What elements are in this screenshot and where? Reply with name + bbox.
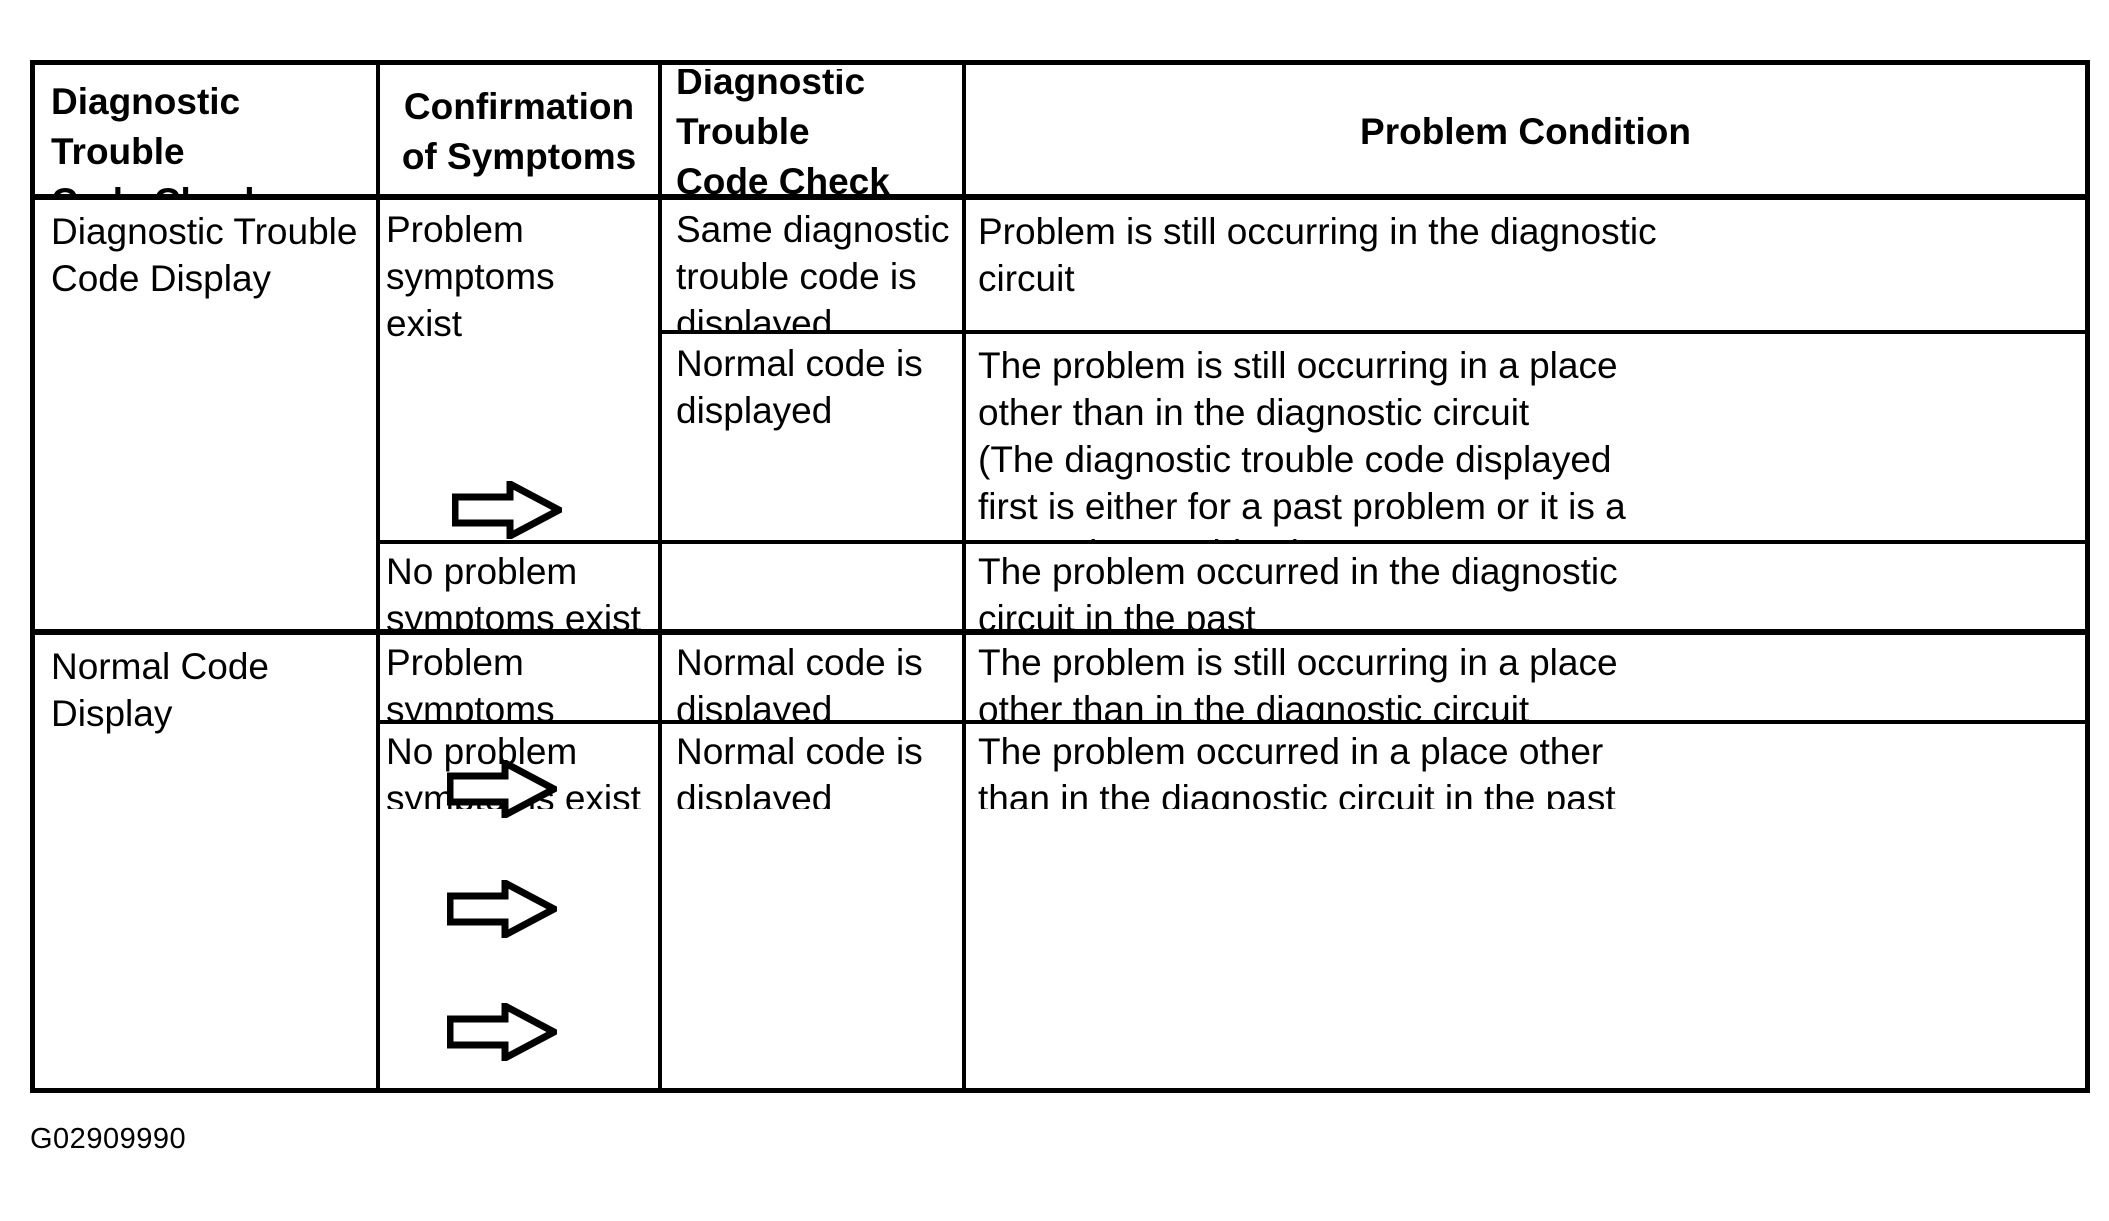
condition-cell-2: The problem is still occurring in a plac… (966, 334, 2085, 540)
condition-line: The problem is still occurring in a plac… (978, 642, 1618, 683)
condition-line: circuit (978, 258, 1075, 299)
second-check-line: displayed (676, 303, 833, 330)
header-line: Code Check (676, 160, 890, 195)
symptom-cell-problem-exist-1: Problem symptoms exist (380, 200, 658, 540)
condition-cell-4: The problem is still occurring in a plac… (966, 635, 2085, 720)
symptom-line: exist (386, 303, 463, 344)
condition-line: first is either for a past problem or it… (978, 486, 1626, 527)
header-line: Confirmation (403, 85, 635, 127)
symptom-line: Problem symptoms (386, 209, 555, 297)
symptom-cell-no-problem-1: No problem symptoms exist (380, 544, 658, 629)
symptom-line: No problem (386, 731, 578, 772)
row-rule-2 (376, 540, 2085, 544)
group-label-line: Normal Code Display (51, 646, 269, 734)
group-label-line: Code Display (51, 258, 272, 299)
condition-line: other than in the diagnostic circuit (978, 392, 1530, 433)
second-check-cell-empty (662, 544, 962, 629)
header-cell-code-check: Diagnostic Trouble Code Check (Make a no… (45, 69, 376, 194)
figure-caption: G02909990 (30, 1123, 187, 1155)
header-line: of Symptoms (401, 135, 637, 177)
flow-arrow-2 (447, 760, 557, 818)
condition-line: Problem is still occurring in the diagno… (978, 211, 1657, 252)
condition-line: circuit in the past (978, 598, 1256, 629)
second-check-line: displayed (676, 689, 833, 720)
second-check-cell-normal-code-2: Normal code is displayed (662, 635, 962, 720)
group-label-dtc-display: Diagnostic Trouble Code Display (45, 200, 376, 629)
second-check-line: Same diagnostic (676, 209, 950, 250)
header-cell-problem-condition: Problem Condition (966, 69, 2085, 194)
condition-cell-3: The problem occurred in the diagnostic c… (966, 544, 2085, 629)
second-check-line: Normal code is (676, 642, 923, 683)
row-rule-3 (376, 720, 2085, 724)
flow-arrow-3 (447, 880, 557, 938)
header-line: Code Check (Make a (51, 177, 372, 194)
condition-line: (The diagnostic trouble code displayed (978, 439, 1612, 480)
condition-cell-1: Problem is still occurring in the diagno… (966, 200, 2085, 330)
header-line: Problem Condition (1360, 110, 1691, 152)
second-check-line: Normal code is (676, 343, 923, 384)
second-check-line: trouble code is (676, 256, 917, 297)
condition-line: The problem occurred in the diagnostic (978, 551, 1618, 592)
symptom-cell-problem-exist-2: Problem symptoms exist (380, 635, 658, 720)
header-rule (35, 194, 2085, 200)
symptom-line: Problem symptoms (386, 642, 555, 720)
second-check-line: displayed (676, 390, 833, 431)
diagnostic-flow-table: Diagnostic Trouble Code Check (Make a no… (30, 60, 2090, 1093)
second-check-line: Normal code is (676, 731, 923, 772)
column-rule-2 (658, 65, 662, 1088)
header-cell-second-check: Diagnostic Trouble Code Check (662, 69, 962, 194)
second-check-line: displayed (676, 778, 833, 809)
condition-line: The problem occurred in a place other (978, 731, 1604, 772)
group-label-normal-display: Normal Code Display (45, 635, 376, 1088)
header-cell-confirmation: Confirmation of Symptoms (380, 69, 658, 194)
header-line: Diagnostic Trouble (676, 69, 866, 152)
flow-arrow-1 (452, 481, 562, 539)
group-label-line: Diagnostic Trouble (51, 211, 358, 252)
group-rule (35, 629, 2085, 635)
flow-arrow-4 (447, 1003, 557, 1061)
second-check-cell-normal-code-1: Normal code is displayed (662, 334, 962, 540)
second-check-cell-same-code: Same diagnostic trouble code is displaye… (662, 200, 962, 330)
condition-cell-5: The problem occurred in a place other th… (966, 724, 2085, 809)
second-check-cell-normal-code-3: Normal code is displayed (662, 724, 962, 809)
column-rule-3 (962, 65, 966, 1088)
symptom-line: No problem (386, 551, 578, 592)
column-rule-1 (376, 65, 380, 1088)
condition-line: other than in the diagnostic circuit (978, 689, 1530, 720)
condition-line: The problem is still occurring in a plac… (978, 345, 1618, 386)
row-rule-1 (658, 330, 2085, 334)
condition-line: than in the diagnostic circuit in the pa… (978, 778, 1616, 809)
condition-line: secondary problem) (978, 530, 2075, 540)
header-line: Diagnostic Trouble (51, 81, 241, 172)
symptom-line: symptoms exist (386, 598, 641, 629)
